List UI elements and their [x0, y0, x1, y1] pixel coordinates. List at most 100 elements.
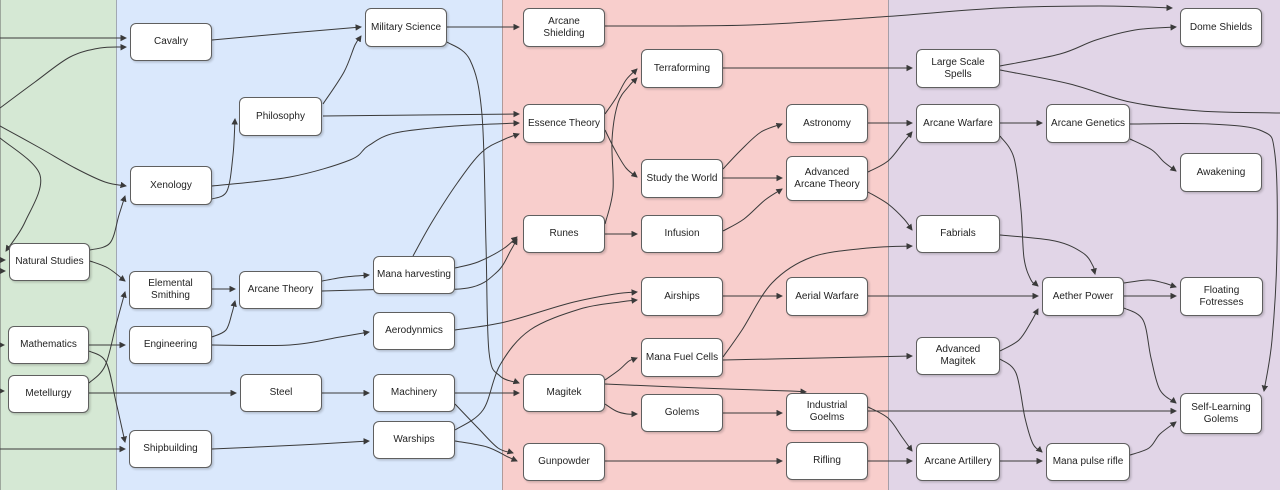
- edge-magitek-to-golems: [604, 403, 638, 418]
- tech-node-natural-studies[interactable]: Natural Studies: [9, 243, 90, 281]
- tech-node-label: Astronomy: [803, 117, 851, 129]
- edge-mana-harvesting-to-essence-theory: [412, 132, 520, 257]
- tech-node-advanced-arcane-theory[interactable]: Advanced Arcane Theory: [786, 156, 868, 201]
- edge-xenology-to-philosophy: [211, 118, 238, 200]
- tech-node-label: Mana harvesting: [377, 269, 451, 280]
- tech-node-dome-shields[interactable]: Dome Shields: [1180, 8, 1262, 47]
- tech-node-magitek[interactable]: Magitek: [523, 374, 605, 412]
- edge-machinery-to-gunpowder: [454, 403, 514, 455]
- tech-node-label: Machinery: [390, 387, 438, 398]
- tech-node-label: Aether Power: [1052, 290, 1114, 302]
- tech-node-cavalry[interactable]: Cavalry: [130, 23, 212, 61]
- tech-node-runes[interactable]: Runes: [523, 215, 605, 253]
- tech-node-philosophy[interactable]: Philosophy: [239, 97, 322, 136]
- edge-shipbuilding-to-warships: [211, 438, 370, 450]
- tech-node-xenology[interactable]: Xenology: [130, 166, 212, 205]
- tech-node-arcane-shielding[interactable]: Arcane Shielding: [523, 8, 605, 47]
- tech-node-label: Study the World: [646, 172, 718, 184]
- edge-aerodynmics-to-airships: [454, 289, 638, 331]
- tech-node-steel[interactable]: Steel: [240, 374, 322, 412]
- tech-node-airships[interactable]: Airships: [641, 277, 723, 316]
- tech-node-aerial-warfare[interactable]: Aerial Warfare: [786, 277, 868, 316]
- tech-node-mathematics[interactable]: Mathematics: [8, 326, 89, 364]
- tech-node-label: Essence Theory: [527, 117, 601, 129]
- edge-natural-studies-to-xenology: [89, 195, 127, 251]
- tech-node-arcane-artillery[interactable]: Arcane Artillery: [916, 443, 1000, 481]
- tech-node-label: Magitek: [546, 387, 582, 398]
- edge-advanced-magitek-to-aether-power: [999, 308, 1039, 352]
- tech-node-label: Steel: [269, 387, 293, 398]
- tech-node-label: Advanced Arcane Theory: [794, 166, 860, 190]
- edge-study-the-world-to-astronomy: [722, 122, 783, 170]
- edge-offscreen-left-to-xenology: [0, 125, 127, 189]
- tech-node-label: Dome Shields: [1189, 21, 1253, 33]
- tech-node-fabrials[interactable]: Fabrials: [916, 215, 1000, 253]
- tech-node-gunpowder[interactable]: Gunpowder: [523, 443, 605, 481]
- edge-essence-theory-to-terraforming: [604, 68, 638, 115]
- tech-node-essence-theory[interactable]: Essence Theory: [523, 104, 605, 143]
- tech-node-label: Xenology: [150, 179, 192, 191]
- tech-node-mana-fuel-cells[interactable]: Mana Fuel Cells: [641, 338, 723, 377]
- tech-node-label: Military Science: [370, 21, 442, 33]
- edge-fabrials-to-aether-power: [999, 234, 1097, 275]
- tech-node-label: Mana pulse rifle: [1052, 456, 1124, 467]
- edge-military-science-to-magitek: [446, 41, 520, 385]
- tech-node-large-scale-spells[interactable]: Large Scale Spells: [916, 49, 1000, 88]
- edge-aether-power-to-self-learning-golems: [1123, 307, 1177, 404]
- tech-node-terraforming[interactable]: Terraforming: [641, 49, 723, 88]
- tech-node-aether-power[interactable]: Aether Power: [1042, 277, 1124, 316]
- tech-node-elemental-smithing[interactable]: Elemental Smithing: [129, 271, 212, 309]
- tech-node-label: Cavalry: [154, 36, 188, 47]
- tech-node-label: Infusion: [664, 228, 700, 239]
- tech-node-astronomy[interactable]: Astronomy: [786, 104, 868, 143]
- tech-node-label: Gunpowder: [538, 456, 590, 467]
- tech-node-awakening[interactable]: Awakening: [1180, 153, 1262, 192]
- tech-node-shipbuilding[interactable]: Shipbuilding: [129, 430, 212, 468]
- edge-advanced-arcane-theory-to-arcane-warfare: [867, 131, 913, 173]
- edge-metellurgy-to-elemental-smithing: [88, 291, 127, 384]
- tech-node-mana-pulse-rifle[interactable]: Mana pulse rifle: [1046, 443, 1130, 481]
- tech-node-aerodynmics[interactable]: Aerodynmics: [373, 312, 455, 350]
- tech-node-warships[interactable]: Warships: [373, 421, 455, 459]
- tech-node-study-the-world[interactable]: Study the World: [641, 159, 723, 198]
- edge-large-scale-spells-to-offscreen-right: [999, 69, 1280, 114]
- tech-node-machinery[interactable]: Machinery: [373, 374, 455, 412]
- edge-infusion-to-advanced-arcane-theory: [722, 188, 783, 232]
- edge-large-scale-spells-to-dome-shields: [999, 24, 1177, 67]
- tech-node-label: Floating Fotresses: [1199, 284, 1244, 308]
- tech-node-label: Rifling: [813, 455, 841, 466]
- tech-node-infusion[interactable]: Infusion: [641, 215, 723, 253]
- tech-node-arcane-genetics[interactable]: Arcane Genetics: [1046, 104, 1130, 143]
- edge-philosophy-to-essence-theory: [322, 110, 520, 118]
- tech-node-golems[interactable]: Golems: [641, 394, 723, 432]
- tech-node-metellurgy[interactable]: Metellurgy: [8, 375, 89, 413]
- tech-node-label: Arcane Genetics: [1051, 117, 1125, 129]
- edge-philosophy-to-military-science: [322, 35, 362, 105]
- tech-node-industrial-goelms[interactable]: Industrial Goelms: [786, 393, 868, 431]
- tech-node-arcane-theory[interactable]: Arcane Theory: [239, 271, 322, 309]
- tech-node-mana-harvesting[interactable]: Mana harvesting: [373, 256, 455, 294]
- tech-node-rifling[interactable]: Rifling: [786, 442, 868, 480]
- tech-node-advanced-magitek[interactable]: Advanced Magitek: [916, 337, 1000, 375]
- edge-mana-fuel-cells-to-advanced-magitek: [722, 352, 913, 361]
- tech-node-military-science[interactable]: Military Science: [365, 8, 447, 47]
- edge-natural-studies-to-elemental-smithing: [89, 260, 126, 282]
- tech-node-label: Arcane Artillery: [924, 456, 992, 467]
- tech-node-label: Awakening: [1196, 166, 1246, 178]
- tech-node-self-learning-golems[interactable]: Self-Learning Golems: [1180, 393, 1262, 434]
- tech-node-label: Warships: [393, 434, 435, 445]
- tech-node-label: Self-Learning Golems: [1191, 401, 1251, 425]
- edge-runes-to-terraforming: [604, 77, 638, 225]
- tech-node-label: Natural Studies: [15, 256, 84, 267]
- tech-node-engineering[interactable]: Engineering: [129, 326, 212, 364]
- tech-node-floating-fotresses[interactable]: Floating Fotresses: [1180, 277, 1263, 316]
- edge-cavalry-to-military-science: [211, 24, 362, 41]
- tech-node-arcane-warfare[interactable]: Arcane Warfare: [916, 104, 1000, 143]
- edge-engineering-to-aerodynmics: [211, 329, 370, 347]
- edge-advanced-arcane-theory-to-fabrials: [867, 191, 913, 231]
- edge-offscreen-left-to-cavalry: [0, 43, 127, 109]
- tech-node-label: Arcane Shielding: [543, 15, 585, 39]
- edge-arcane-shielding-to-dome-shields: [604, 4, 1173, 27]
- tech-node-label: Metellurgy: [25, 388, 72, 399]
